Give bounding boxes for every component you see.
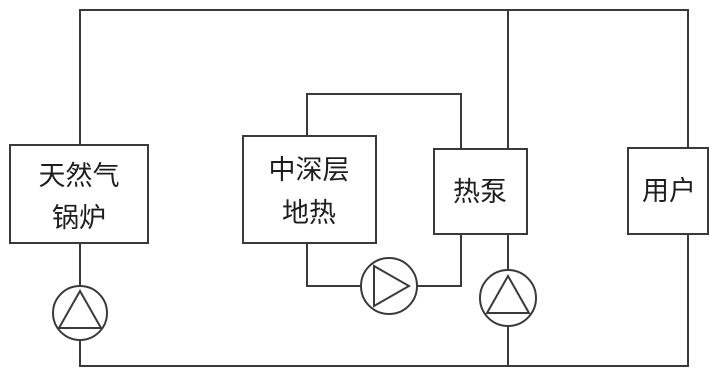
heat-pump-box xyxy=(433,148,528,235)
user-label: 用户 xyxy=(642,176,696,207)
heat-pump-unit: 热泵 xyxy=(433,148,528,235)
main-return-pipe xyxy=(79,234,689,367)
heat-pump-label: 热泵 xyxy=(453,177,507,208)
geothermal-box xyxy=(242,135,377,244)
gas-boiler-label-line-2: 锅炉 xyxy=(52,203,106,234)
boiler-pump-icon xyxy=(52,285,108,341)
gas-boiler-unit: 天然气 锅炉 xyxy=(9,144,149,244)
geothermal-label-line-1: 中深层 xyxy=(269,155,350,186)
geothermal-return-pipe xyxy=(306,233,462,287)
geothermal-unit: 中深层 地热 xyxy=(242,135,377,244)
main-supply-pipe xyxy=(79,9,689,148)
user-unit: 用户 xyxy=(627,147,709,235)
user-box xyxy=(627,147,709,235)
gas-boiler-label-line-1: 天然气 xyxy=(39,161,120,192)
geothermal-label-line-2: 地热 xyxy=(282,198,336,229)
geothermal-pump-icon xyxy=(360,257,418,315)
heat-pump-circulation-pump-icon xyxy=(479,269,537,327)
gas-boiler-box xyxy=(9,144,149,244)
geothermal-supply-pipe xyxy=(306,93,462,149)
